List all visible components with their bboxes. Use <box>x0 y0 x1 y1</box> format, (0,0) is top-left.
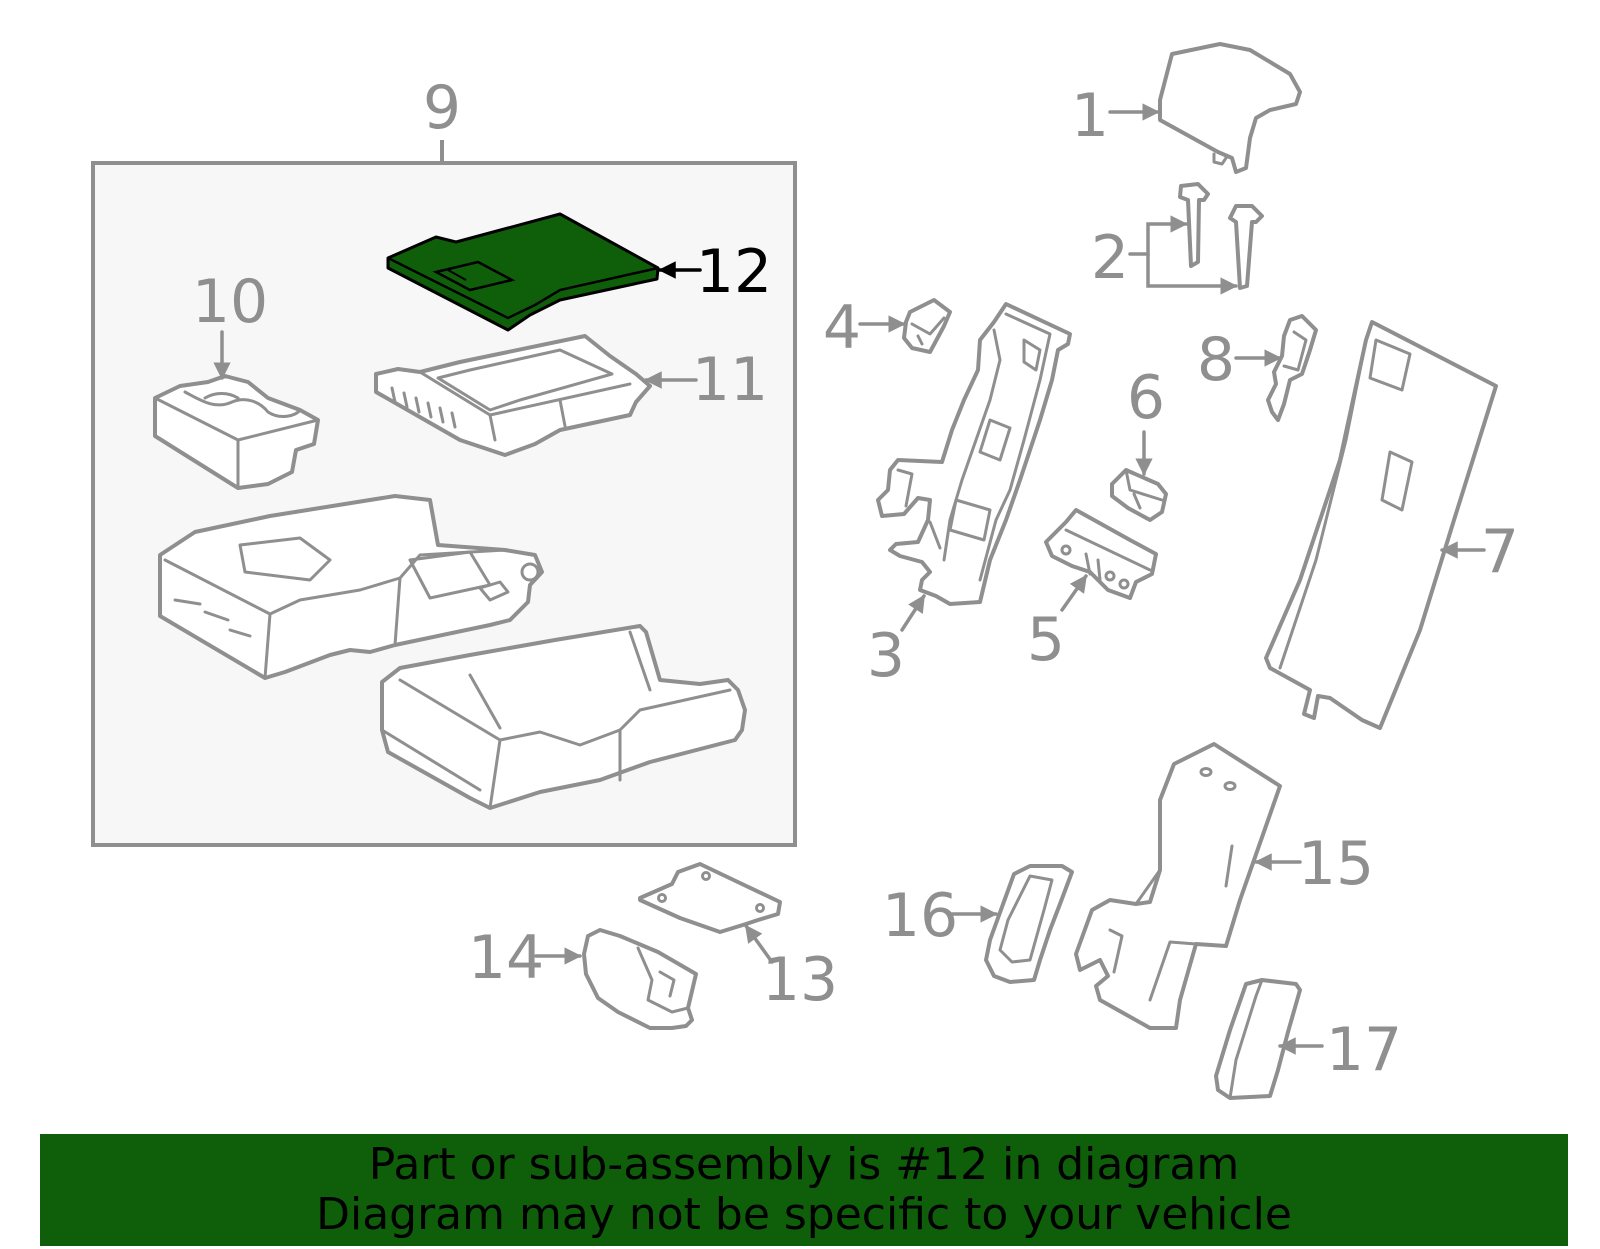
callout-14: 14 <box>468 923 544 993</box>
leader-13 <box>744 924 774 964</box>
part-11-tray <box>374 334 652 457</box>
leader-2-bottom <box>1146 252 1238 295</box>
callout-13: 13 <box>762 945 838 1015</box>
leader-2-top <box>1128 215 1188 256</box>
callout-6: 6 <box>1127 363 1165 433</box>
banner-line-2: Diagram may not be specific to your vehi… <box>316 1189 1292 1240</box>
callout-8: 8 <box>1197 325 1235 395</box>
callout-9: 9 <box>423 73 461 143</box>
callout-2: 2 <box>1091 223 1129 293</box>
part-9-bottom-pad <box>380 624 747 810</box>
part-14-cover <box>582 928 698 1030</box>
part-17-cap <box>1214 978 1302 1100</box>
callout-17: 17 <box>1326 1015 1402 1085</box>
part-1-cover <box>1158 42 1302 174</box>
info-banner: Part or sub-assembly is #12 in diagram D… <box>40 1134 1568 1246</box>
part-8-latch <box>1266 314 1318 422</box>
part-2-pins <box>1178 182 1264 290</box>
part-16-cover <box>984 864 1074 984</box>
part-13-plate <box>638 862 782 934</box>
callout-1: 1 <box>1071 81 1109 151</box>
callout-15: 15 <box>1298 829 1374 899</box>
part-7-panel <box>1264 320 1498 730</box>
part-4-clip <box>902 298 952 354</box>
leader-5 <box>1060 574 1088 612</box>
callout-labels: 9 12 10 11 1 2 4 8 6 3 5 7 15 16 14 13 1… <box>192 73 1519 1085</box>
callout-12[interactable]: 12 <box>696 237 772 307</box>
callout-7: 7 <box>1481 517 1519 587</box>
callout-5: 5 <box>1027 605 1065 675</box>
part-5-bracket <box>1044 508 1158 600</box>
part-12-lid[interactable] <box>386 212 660 332</box>
leader-3 <box>900 594 926 632</box>
part-9-base <box>158 494 544 680</box>
banner-line-1: Part or sub-assembly is #12 in diagram <box>368 1139 1240 1190</box>
callout-3: 3 <box>867 621 905 691</box>
callout-11: 11 <box>692 345 768 415</box>
callout-16: 16 <box>882 881 958 951</box>
part-15-trim <box>1074 742 1282 1030</box>
callout-4: 4 <box>823 293 861 363</box>
part-6-bracket <box>1110 468 1168 522</box>
callout-10: 10 <box>192 267 268 337</box>
part-3-frame <box>876 302 1072 606</box>
part-10-insert <box>153 374 320 490</box>
